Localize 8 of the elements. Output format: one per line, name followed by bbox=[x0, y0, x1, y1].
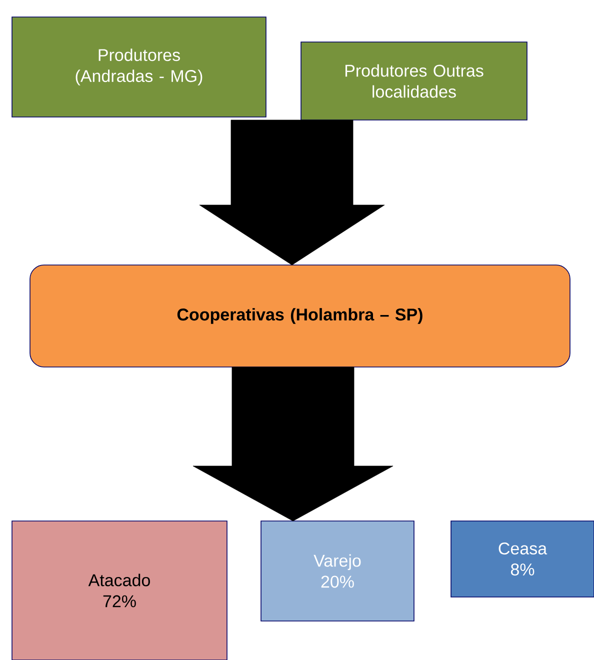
process-box: Produtores Outras localidades bbox=[300, 42, 528, 120]
block-arrow bbox=[199, 120, 385, 266]
process-box: Atacado 72% bbox=[12, 520, 228, 660]
rounded-box: Cooperativas (Holambra – SP) bbox=[30, 264, 570, 368]
process-box: Ceasa 8% bbox=[450, 520, 594, 598]
process-box: Produtores (Andradas - MG) bbox=[12, 16, 266, 118]
process-box: Varejo 20% bbox=[260, 520, 414, 622]
block-arrow bbox=[192, 366, 394, 522]
